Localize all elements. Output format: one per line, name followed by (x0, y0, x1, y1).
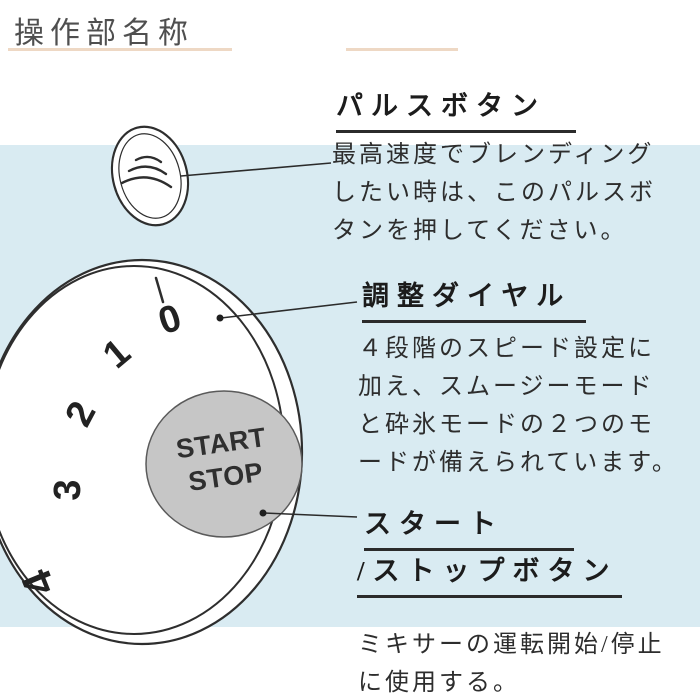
description-pulse-button: 最高速度でブレンディング したい時は、このパルスボ タンを押してください。 (332, 136, 656, 250)
title-underline (8, 48, 232, 51)
text-line: ミキサーの運転開始/停止 (358, 632, 665, 658)
leader-lines (180, 162, 358, 518)
heading-adjust-dial: 調整ダイヤル (362, 274, 587, 323)
start-stop-label: START STOP (174, 422, 268, 497)
heading-pulse-button: パルスボタン (336, 84, 576, 133)
start-stop-button (145, 390, 303, 538)
description-adjust-dial: ４段階のスピード設定に 加え、スムージーモード と砕氷モードの２つのモ ードが備… (358, 330, 679, 482)
page-title: 操作部名称 (14, 17, 194, 50)
pulse-button-illustration (110, 125, 190, 227)
pulse-button-inner-rim (118, 133, 182, 219)
heading-start-stop-line2: /ストップボタン (357, 549, 622, 598)
text-line: に使用する。 (358, 670, 520, 696)
dial-number-3: 3 (47, 479, 90, 502)
title-underline-accent (346, 48, 458, 51)
anchor-dot-dial (216, 314, 224, 322)
anchor-dot-start-stop (259, 509, 267, 517)
pulse-wave-icon (120, 155, 173, 189)
speed-dial-illustration: 0 1 2 3 4 START STOP (0, 258, 304, 646)
leader-line-start-stop (263, 512, 358, 518)
text-line: 加え、スムージーモード (358, 374, 655, 400)
text-line: 最高速度でブレンディング (332, 142, 655, 168)
description-start-stop: ミキサーの運転開始/停止 に使用する。 (358, 626, 665, 700)
leader-line-pulse (180, 162, 332, 177)
text-line: タンを押してください。 (332, 218, 628, 244)
text-line: と砕氷モードの２つのモ (358, 412, 655, 438)
leader-line-dial (220, 301, 358, 319)
text-line: ードが備えられています。 (358, 450, 679, 476)
text-line: したい時は、このパルスボ (332, 180, 656, 206)
text-line: ４段階のスピード設定に (358, 336, 655, 362)
dial-pointer-tick (154, 276, 165, 304)
heading-start-stop-line1: スタート (364, 502, 574, 551)
pulse-button-outline (110, 125, 190, 227)
